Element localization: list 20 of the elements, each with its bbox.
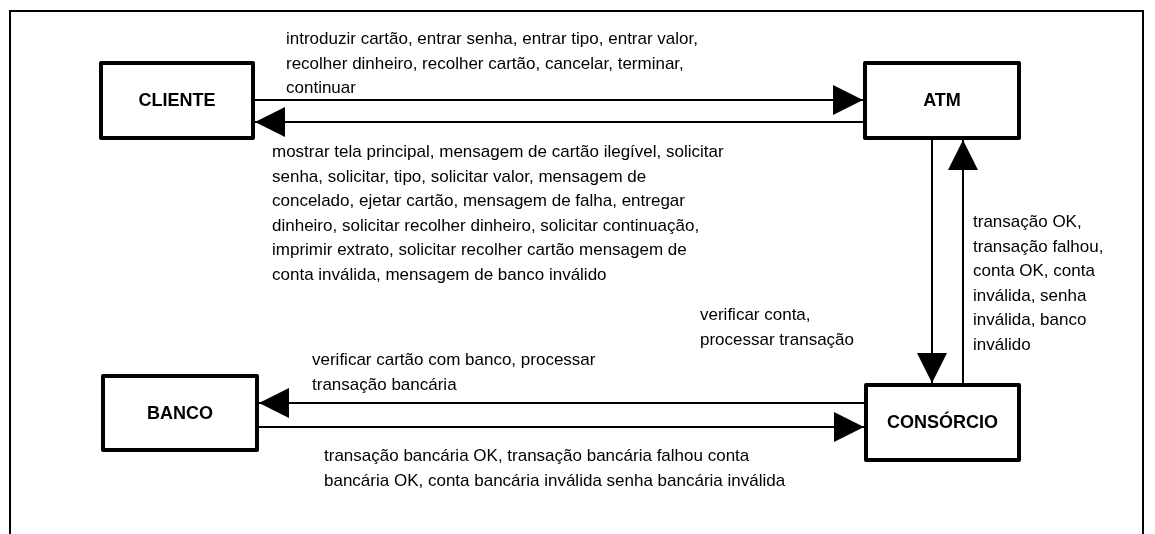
entity-name: CLIENTE [138, 90, 216, 111]
entity-box [864, 383, 1021, 462]
entity-box [863, 61, 1021, 140]
arrow [948, 139, 978, 384]
edge-label: transação bancária OK, transação bancária falhou conta bancária OK, conta bancária inválida senha bancária inválida [324, 445, 787, 492]
arrow [917, 139, 947, 384]
arrow [258, 388, 865, 418]
entity-box [101, 374, 259, 452]
edge-label: mostrar tela principal, mensagem de cartão ilegível, solicitar senha, solicitar, tipo, solicitar valor, mensagem de concelado, ejetar cartão, mensagem de falha, entregar dinheiro, solicitar recolher dinheiro, solicitar continuação, imprimir extrato, solicitar recolher cartão mensagem de conta inválida, mensagem de banco inválido [272, 141, 725, 286]
entity-name: CONSÓRCIO [887, 412, 998, 433]
edge-label: verificar conta, processar transação [700, 304, 856, 351]
edge-label: verificar cartão com banco, processar transação bancária [312, 349, 597, 396]
entity-name: BANCO [147, 402, 213, 424]
edge-label: introduzir cartão, entrar senha, entrar tipo, entrar valor, recolher dinheiro, recolher cartão, cancelar, terminar, continuar [286, 28, 699, 100]
arrow [258, 412, 865, 442]
arrow [254, 107, 864, 137]
entity-box [99, 61, 255, 140]
entity-name: ATM [923, 90, 961, 111]
arrow [254, 85, 864, 115]
edge-label: transação OK, transação falhou, conta OK, conta inválida, senha inválida, banco inválido [973, 211, 1105, 356]
